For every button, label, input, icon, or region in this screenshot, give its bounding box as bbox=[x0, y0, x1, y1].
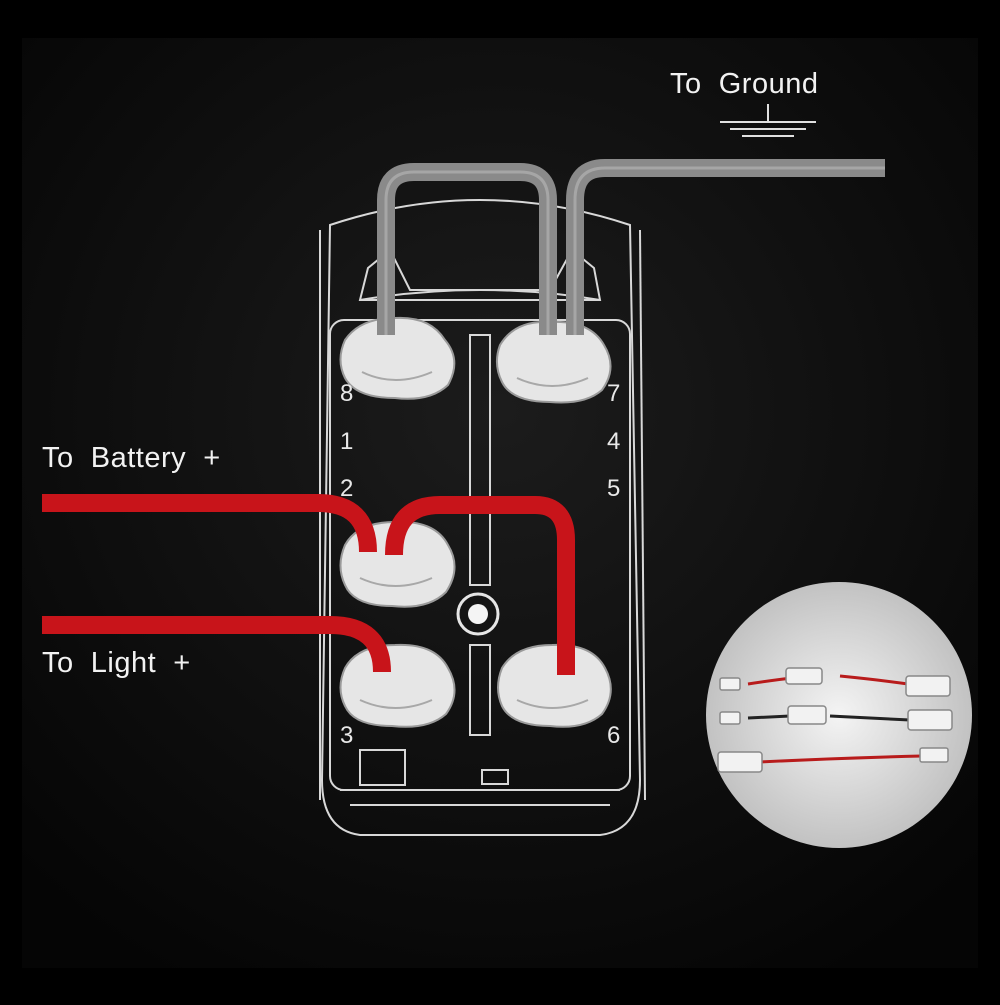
battery-label: To Battery + bbox=[42, 442, 221, 474]
pin-label-6: 6 bbox=[607, 722, 621, 749]
pin-label-4: 4 bbox=[607, 428, 621, 455]
pin-label-2: 2 bbox=[340, 475, 354, 502]
wire-harness-icon bbox=[717, 667, 953, 773]
rocker-switch-body bbox=[319, 199, 646, 836]
power-wires bbox=[42, 494, 575, 675]
light-label: To Light + bbox=[42, 647, 191, 679]
terminal-8 bbox=[339, 316, 456, 400]
pin-label-5: 5 bbox=[607, 475, 621, 502]
ground-label: To Ground bbox=[670, 68, 819, 100]
pin-label-3: 3 bbox=[340, 722, 354, 749]
terminal-6 bbox=[497, 643, 612, 728]
led-indicator bbox=[456, 592, 500, 636]
wire-harness-inset bbox=[706, 582, 972, 848]
terminal-3 bbox=[339, 643, 456, 728]
pin-label-1: 1 bbox=[340, 428, 354, 455]
pin-label-8: 8 bbox=[340, 380, 354, 407]
ground-symbol-icon bbox=[720, 104, 816, 137]
pin-label-7: 7 bbox=[607, 380, 621, 407]
